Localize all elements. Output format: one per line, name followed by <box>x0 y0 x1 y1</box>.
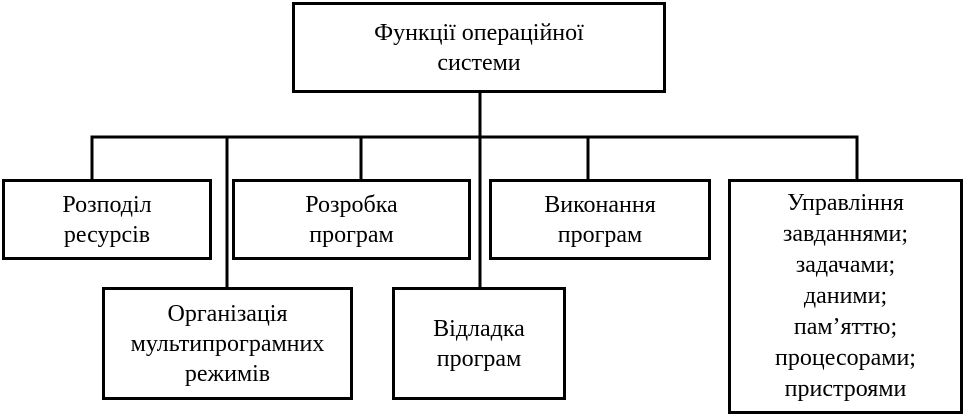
box-line: Функції операційної <box>374 19 584 46</box>
box-line: процесорами; <box>775 345 916 371</box>
box-line: режимів <box>184 360 271 387</box>
box-program-development-label: Розробка програм <box>305 190 397 250</box>
box-program-development: Розробка програм <box>232 179 471 260</box>
box-line: даними; <box>803 283 888 309</box>
box-program-execution-label: Виконання програм <box>544 190 656 250</box>
box-line: Організація <box>167 300 288 327</box>
box-line: мультипрограмних <box>130 330 325 357</box>
box-line: Розробка <box>305 191 398 218</box>
box-os-functions-label: Функції операційної системи <box>374 18 584 78</box>
box-management: Управління завданнями; задачами; даними;… <box>728 179 963 414</box>
box-line: програм <box>309 221 394 248</box>
box-multiprogramming-modes: Організація мультипрограмних режимів <box>102 287 353 400</box>
box-os-functions: Функції операційної системи <box>292 2 666 93</box>
box-resource-allocation: Розподіл ресурсів <box>2 179 212 260</box>
box-line: задачами; <box>795 252 896 278</box>
box-line: системи <box>437 49 521 76</box>
box-multiprogramming-modes-label: Організація мультипрограмних режимів <box>131 299 325 389</box>
box-program-debugging-label: Відладка програм <box>433 314 525 374</box>
box-program-debugging: Відладка програм <box>392 287 566 400</box>
box-line: пам’яттю; <box>793 314 898 340</box>
box-program-execution: Виконання програм <box>489 179 711 260</box>
box-line: Управління <box>787 190 904 216</box>
box-line: Виконання <box>544 191 656 218</box>
box-management-label: Управління завданнями; задачами; даними;… <box>775 188 916 405</box>
box-resource-allocation-label: Розподіл ресурсів <box>62 190 151 250</box>
box-line: програм <box>436 345 522 372</box>
box-line: Відладка <box>433 315 525 342</box>
box-line: Розподіл <box>62 191 152 218</box>
box-line: ресурсів <box>63 221 151 248</box>
box-line: завданнями; <box>782 221 909 247</box>
box-line: програм <box>557 221 643 248</box>
box-line: пристроями <box>784 376 907 402</box>
